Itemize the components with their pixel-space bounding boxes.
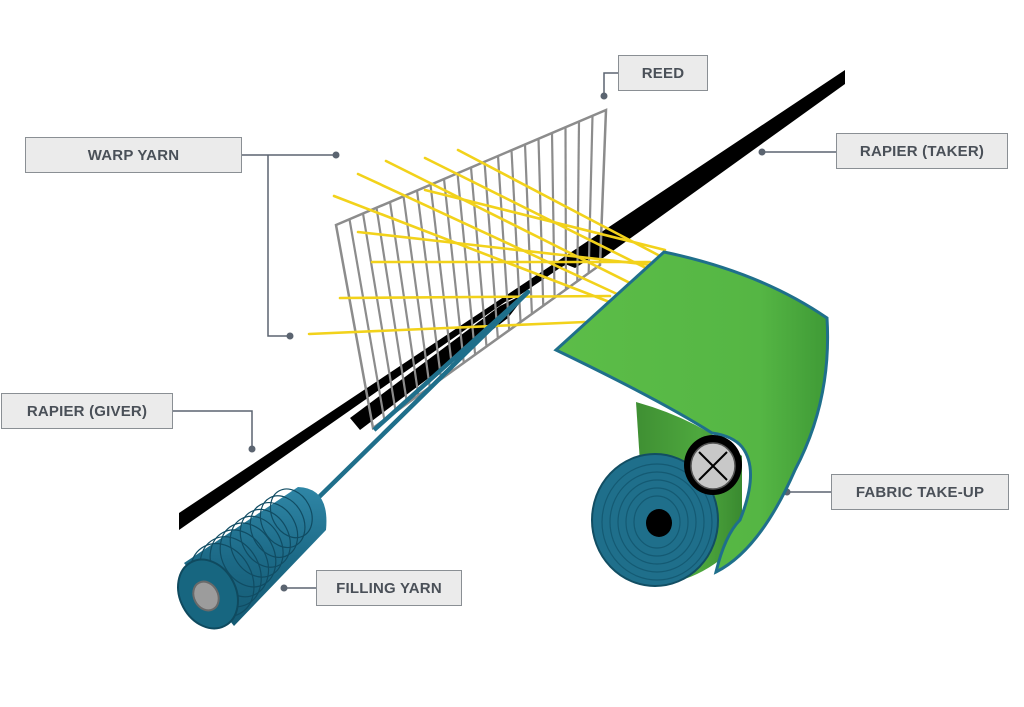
reed-wire [537,138,545,306]
rapier-giver-leader [173,410,253,449]
warp-yarn-line [332,194,622,308]
fabric-take-up-label: FABRIC TAKE-UP [831,474,1009,510]
reed-wire [483,161,499,339]
cone-ring [259,495,306,549]
cone-ring [269,488,313,539]
reed-leader [603,72,618,96]
reed-wire [375,207,409,404]
cone-ring [249,502,299,558]
reed-wire [496,155,511,331]
warp-yarn-line [338,294,612,300]
reed-wire [576,121,581,282]
reed-wire [402,196,431,388]
reed-wire [442,178,465,363]
reed-wire [587,115,594,274]
reed-wire [469,167,488,347]
rapier-giver-leader-dot [248,445,256,453]
roll-ring [609,471,705,573]
roll-ring [617,479,697,565]
filling-yarn-leader-dot [280,584,288,592]
warp-yarn-line [356,230,662,268]
filling-yarn [177,289,531,630]
rapier-giver-label: RAPIER (GIVER) [1,393,173,429]
fabric-sheet [553,250,830,575]
warp-yarn-line [456,148,662,258]
rapier-taker-label: RAPIER (TAKER) [836,133,1008,169]
warp-yarn-label: WARP YARN [25,137,242,173]
reed-frame [334,108,608,431]
warp-yarns [307,148,667,336]
filling-yarn-cone-core [192,580,220,612]
reed-wire [523,144,533,314]
reed-label: REED [618,55,708,91]
warp-yarn-leader-dot-top [332,151,340,159]
reed-wire [429,184,454,372]
spindle-cross [698,451,728,481]
reed-wire [361,213,397,412]
reed-leader-dot [600,92,608,100]
rapier-taker-leader-dot [758,148,766,156]
filling-yarn-label: FILLING YARN [316,570,462,606]
roll-ring [625,487,689,557]
fabric-roll-rings [601,463,713,581]
cone-ring [239,508,291,568]
warp-yarn-line [307,320,587,336]
filling-yarn-thread [316,289,531,500]
reed-wire [456,173,477,355]
cone-ring [219,522,277,588]
reed-wire [348,219,386,421]
reed-wire [550,132,556,298]
roll-ring [601,463,713,581]
warp-yarn-line [356,172,632,302]
cone-ring [229,515,284,578]
fabric-roll-hole [646,509,672,537]
filling-yarn-cone-rings [189,488,313,617]
warp-yarn-leader-dot-bottom [286,332,294,340]
warp-yarn-line [423,156,652,272]
warp-yarn-leader-bottom [267,155,290,337]
leader-lines [173,72,836,589]
roll-ring [633,495,681,549]
warp-yarn-line [384,159,642,290]
rapier-rod [179,70,845,530]
warp-yarn-line [423,188,667,252]
fabric-take-up [553,250,830,587]
reed-wire [415,190,443,380]
